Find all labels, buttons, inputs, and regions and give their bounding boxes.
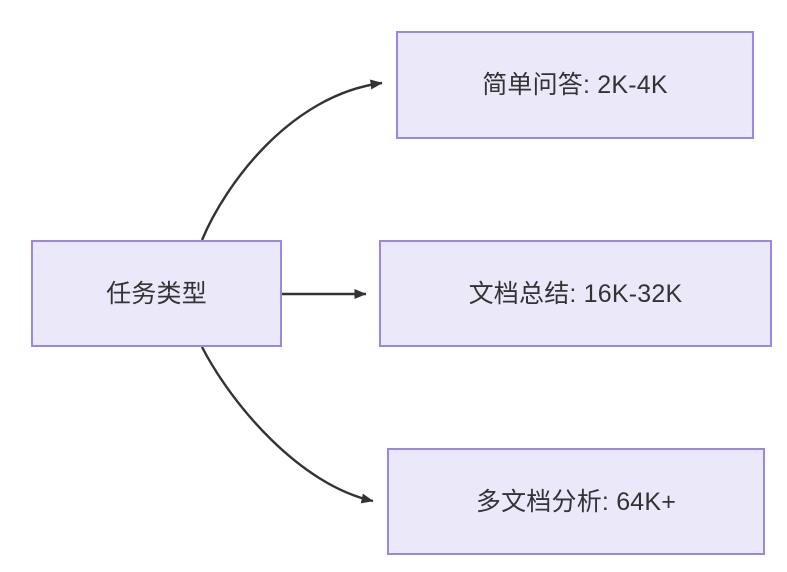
node-simple-qa[interactable]: 简单问答: 2K-4K xyxy=(396,31,754,139)
node-root[interactable]: 任务类型 xyxy=(31,240,282,347)
node-root-label: 任务类型 xyxy=(106,279,207,308)
node-simple-qa-label: 简单问答: 2K-4K xyxy=(482,71,668,99)
node-doc-summary[interactable]: 文档总结: 16K-32K xyxy=(379,240,772,347)
node-doc-summary-label: 文档总结: 16K-32K xyxy=(468,279,683,308)
edge-root-to-simple-qa xyxy=(200,79,383,241)
node-multidoc-analysis-label: 多文档分析: 64K+ xyxy=(475,487,677,516)
node-multidoc-analysis[interactable]: 多文档分析: 64K+ xyxy=(387,448,765,555)
edge-root-to-multidoc-analysis xyxy=(200,346,374,504)
